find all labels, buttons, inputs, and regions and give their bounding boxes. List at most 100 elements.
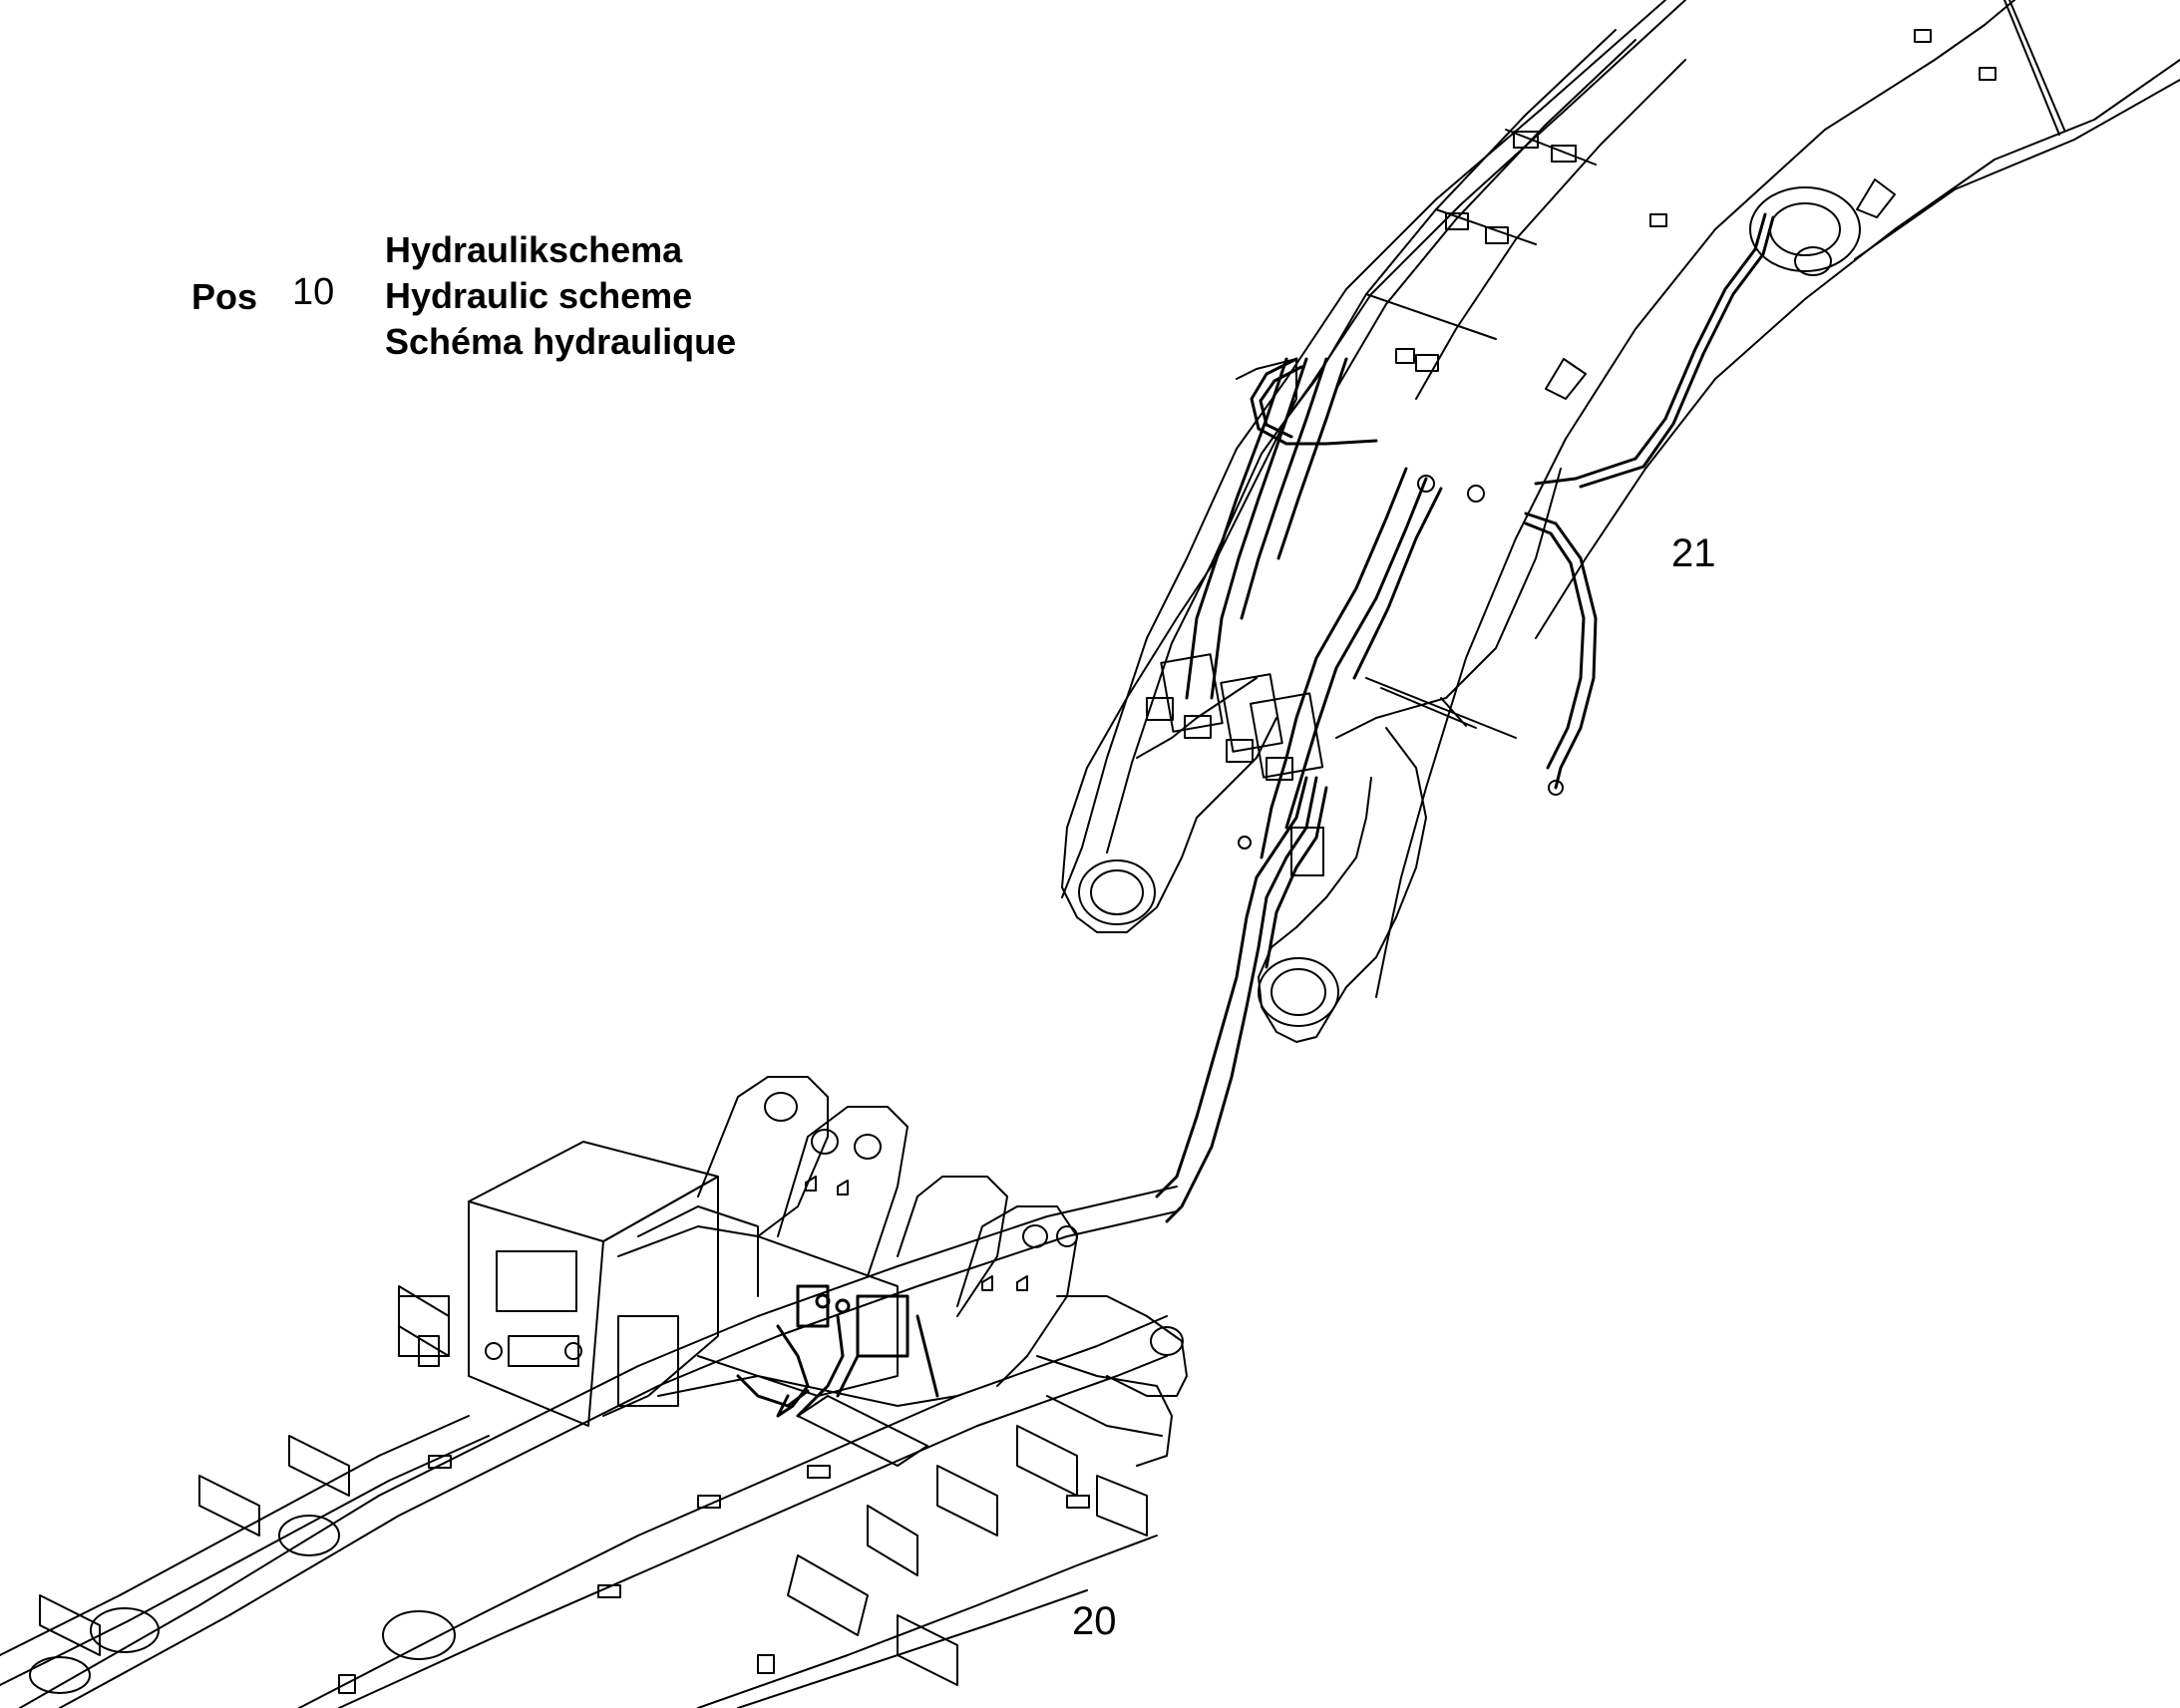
boom-outer-edge bbox=[1061, 0, 1666, 898]
boom-lug-eye bbox=[1749, 186, 1861, 272]
crossmember bbox=[936, 1465, 998, 1537]
boom-fork-left bbox=[1061, 358, 1297, 933]
chassis-rail-right-3 bbox=[697, 1535, 1158, 1708]
fitting bbox=[1548, 780, 1564, 796]
crossmember bbox=[198, 1475, 260, 1537]
boom-pivot-left-inner bbox=[1090, 869, 1144, 915]
turret-lug-left-2 bbox=[777, 1106, 908, 1277]
boom-clamp bbox=[1395, 348, 1415, 364]
axle-hub bbox=[382, 1610, 456, 1660]
valve-block-small bbox=[1184, 715, 1212, 739]
fitting bbox=[1417, 475, 1435, 493]
boom-triangle-bracket-2 bbox=[1856, 178, 1896, 218]
boom-lug-eye-inner bbox=[1769, 202, 1841, 256]
hose-down-1 bbox=[1155, 776, 1308, 1198]
valve-blocks bbox=[1146, 475, 1564, 876]
crossmember bbox=[787, 1554, 869, 1636]
chassis-hoses bbox=[736, 1284, 939, 1418]
boom-rail-1 bbox=[1285, 29, 1617, 420]
boom-clamp bbox=[1551, 145, 1577, 163]
boom-outer-edge-2 bbox=[1106, 0, 1686, 854]
chassis-hose-loop bbox=[736, 1374, 810, 1408]
boom-web-line bbox=[1365, 677, 1517, 739]
module-panel bbox=[508, 1335, 579, 1367]
module-bolt bbox=[485, 1342, 503, 1360]
lug-mark bbox=[805, 1176, 817, 1192]
crossmember bbox=[1096, 1475, 1148, 1537]
title-french: Schéma hydraulique bbox=[385, 321, 737, 362]
valve-block-small bbox=[1226, 739, 1254, 763]
module-front bbox=[468, 1200, 604, 1427]
boom-pivot-right-inner bbox=[1271, 968, 1326, 1016]
boom-fork-inner bbox=[1136, 677, 1258, 759]
crossmember bbox=[897, 1614, 958, 1686]
boom-pad bbox=[1914, 29, 1932, 43]
title-german: Hydraulikschema bbox=[385, 229, 683, 270]
lug-mark bbox=[981, 1275, 993, 1291]
chassis-valve bbox=[856, 1294, 909, 1358]
boom-clamp bbox=[1485, 226, 1509, 244]
module-top bbox=[468, 1141, 719, 1242]
lug-hole bbox=[854, 1134, 882, 1160]
chassis-rail-right-2 bbox=[338, 1355, 1168, 1708]
boom-lower-edge bbox=[1335, 468, 1562, 739]
axle-hub bbox=[90, 1607, 160, 1653]
module-bracket bbox=[398, 1295, 450, 1357]
module-bracket bbox=[418, 1335, 440, 1367]
chassis-rail-left-1 bbox=[19, 1186, 1178, 1708]
hose-down-2 bbox=[1165, 776, 1318, 1223]
fitting bbox=[1238, 836, 1252, 850]
chassis-rail-right-1 bbox=[298, 1315, 1168, 1708]
chassis-hose-right bbox=[915, 1314, 939, 1398]
boom-fork-right bbox=[1258, 727, 1427, 1043]
boom-right-edge bbox=[1375, 0, 2015, 998]
boom-pad bbox=[1979, 67, 1997, 81]
boom-right-edge-2 bbox=[1535, 59, 2180, 639]
hose-rails-left bbox=[1185, 357, 1288, 700]
boom-pad bbox=[1649, 213, 1667, 227]
rail-pad bbox=[757, 1654, 775, 1674]
chassis-fitting bbox=[835, 1298, 851, 1314]
callout-boom: 21 bbox=[1671, 531, 1716, 575]
chassis-rail-mid-1 bbox=[0, 1415, 470, 1656]
valve-plate bbox=[1290, 827, 1324, 876]
rail-pad bbox=[697, 1495, 721, 1509]
boom-pivot-right bbox=[1258, 957, 1339, 1027]
chassis-assembly bbox=[0, 1186, 1178, 1708]
rail-pad bbox=[1066, 1495, 1090, 1509]
turret-box-2 bbox=[657, 1375, 958, 1407]
hose-long-bend-2 bbox=[1524, 521, 1586, 770]
control-module bbox=[398, 1141, 759, 1427]
lug-hole bbox=[1056, 1225, 1078, 1247]
boom-web-line-2 bbox=[1380, 687, 1477, 729]
chassis-rail-right-4 bbox=[737, 1589, 1088, 1708]
crossmember bbox=[797, 1395, 928, 1467]
module-bolt bbox=[564, 1342, 582, 1360]
lug-mark bbox=[1016, 1275, 1028, 1291]
boom-clamp bbox=[1445, 212, 1469, 230]
chassis-rail-left-2 bbox=[59, 1210, 1178, 1708]
module-window bbox=[496, 1250, 577, 1312]
hose-upper-right bbox=[1534, 212, 1767, 486]
crossmember bbox=[39, 1594, 101, 1656]
turret-lug-left bbox=[697, 1076, 829, 1237]
boom-panel-line-2 bbox=[2003, 0, 2060, 136]
turret-lug-right bbox=[897, 1176, 1008, 1317]
chassis-front-beam-2 bbox=[1046, 1395, 1163, 1437]
hose-upper-right-2 bbox=[1579, 215, 1775, 489]
callout-chassis: 20 bbox=[1072, 1599, 1117, 1643]
boom-clamp bbox=[1513, 131, 1539, 149]
fitting bbox=[1467, 485, 1485, 503]
module-panel-side bbox=[617, 1315, 679, 1407]
lug-hole bbox=[811, 1129, 839, 1155]
boom-lug-bolt bbox=[1794, 246, 1832, 276]
boom-far-edge bbox=[1854, 79, 2180, 260]
boom-plate-line bbox=[1440, 697, 1467, 727]
hose-rails-left-4 bbox=[1276, 357, 1348, 560]
axle-hub bbox=[278, 1515, 340, 1556]
crossmember bbox=[288, 1435, 350, 1497]
boom-rail-3 bbox=[1415, 59, 1686, 400]
turret-front-plate bbox=[1056, 1295, 1188, 1397]
hose-loop-2 bbox=[1259, 365, 1303, 439]
chassis-hose bbox=[796, 1314, 845, 1418]
